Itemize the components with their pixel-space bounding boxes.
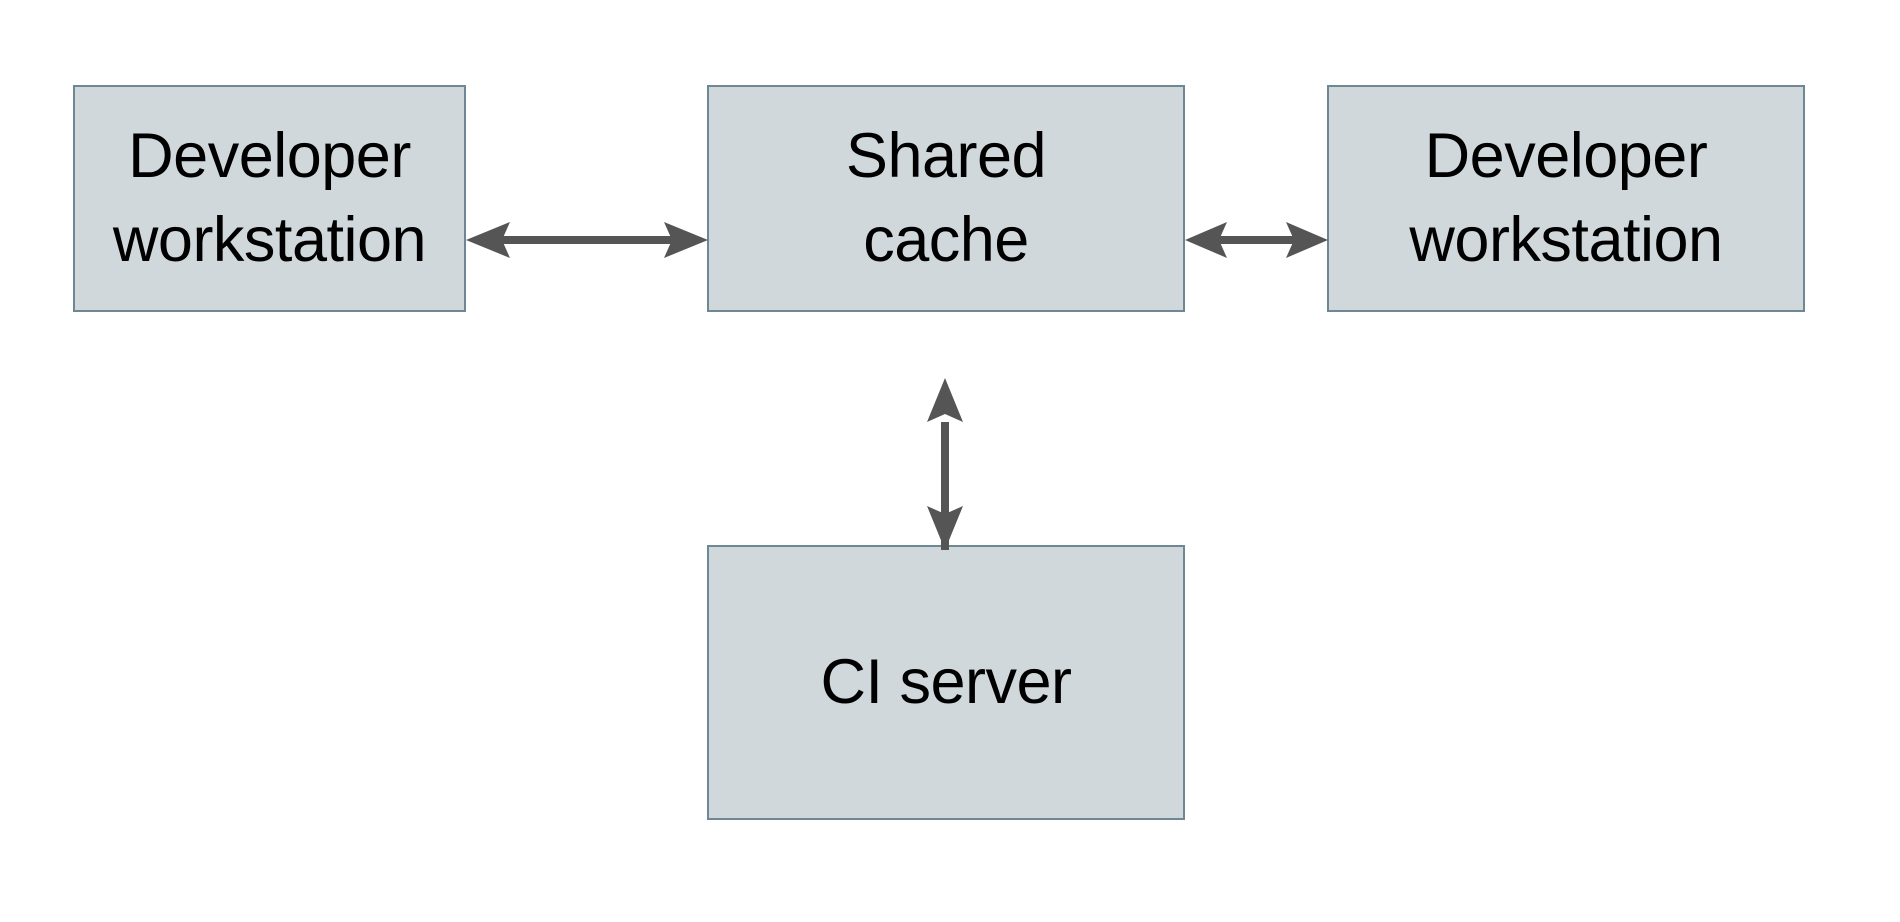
double-arrow-icon bbox=[927, 378, 963, 550]
node-shared-cache[interactable]: Shared cache bbox=[707, 85, 1185, 312]
node-developer-workstation-right[interactable]: Developer workstation bbox=[1327, 85, 1805, 312]
node-ci-server[interactable]: CI server bbox=[707, 545, 1185, 820]
double-arrow-icon bbox=[466, 222, 708, 258]
double-arrow-icon bbox=[1185, 222, 1328, 258]
node-developer-workstation-left[interactable]: Developer workstation bbox=[73, 85, 466, 312]
edge-dev-left-to-shared-cache bbox=[466, 222, 708, 258]
edge-shared-cache-to-ci-server bbox=[927, 378, 963, 550]
edge-shared-cache-to-dev-right bbox=[1185, 222, 1328, 258]
